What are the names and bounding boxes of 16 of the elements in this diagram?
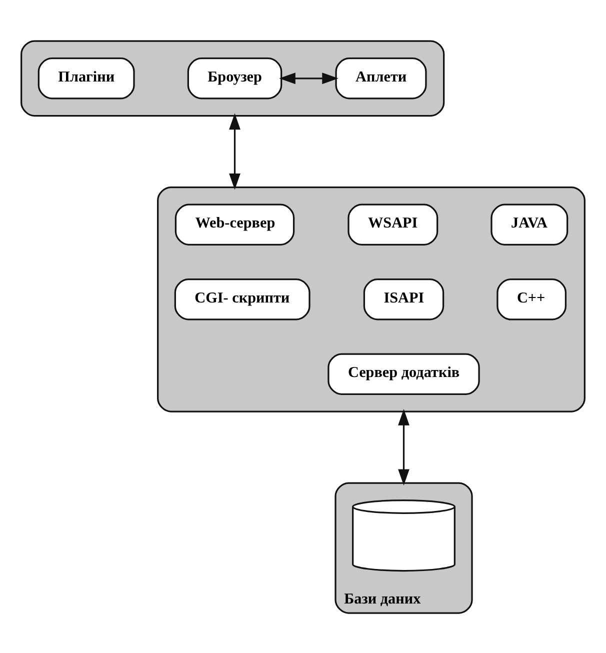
node-box: CGI- скрипти	[174, 278, 310, 320]
node-box: WSAPI	[348, 203, 438, 245]
node-box: Аплети	[335, 57, 427, 99]
node-box: Web-сервер	[174, 203, 295, 245]
node-box: C++	[496, 278, 567, 320]
node-box: Броузер	[187, 57, 282, 99]
node-box: Сервер додатків	[328, 352, 480, 394]
arrow	[229, 112, 240, 190]
node-box: ISAPI	[363, 278, 444, 320]
node-box: Плагіни	[38, 57, 135, 99]
node-box: JAVA	[490, 203, 568, 245]
cluster: Бази даних	[334, 482, 473, 614]
cluster	[20, 40, 445, 116]
arrow	[279, 72, 338, 84]
cluster	[157, 186, 586, 412]
arrow	[398, 408, 410, 485]
